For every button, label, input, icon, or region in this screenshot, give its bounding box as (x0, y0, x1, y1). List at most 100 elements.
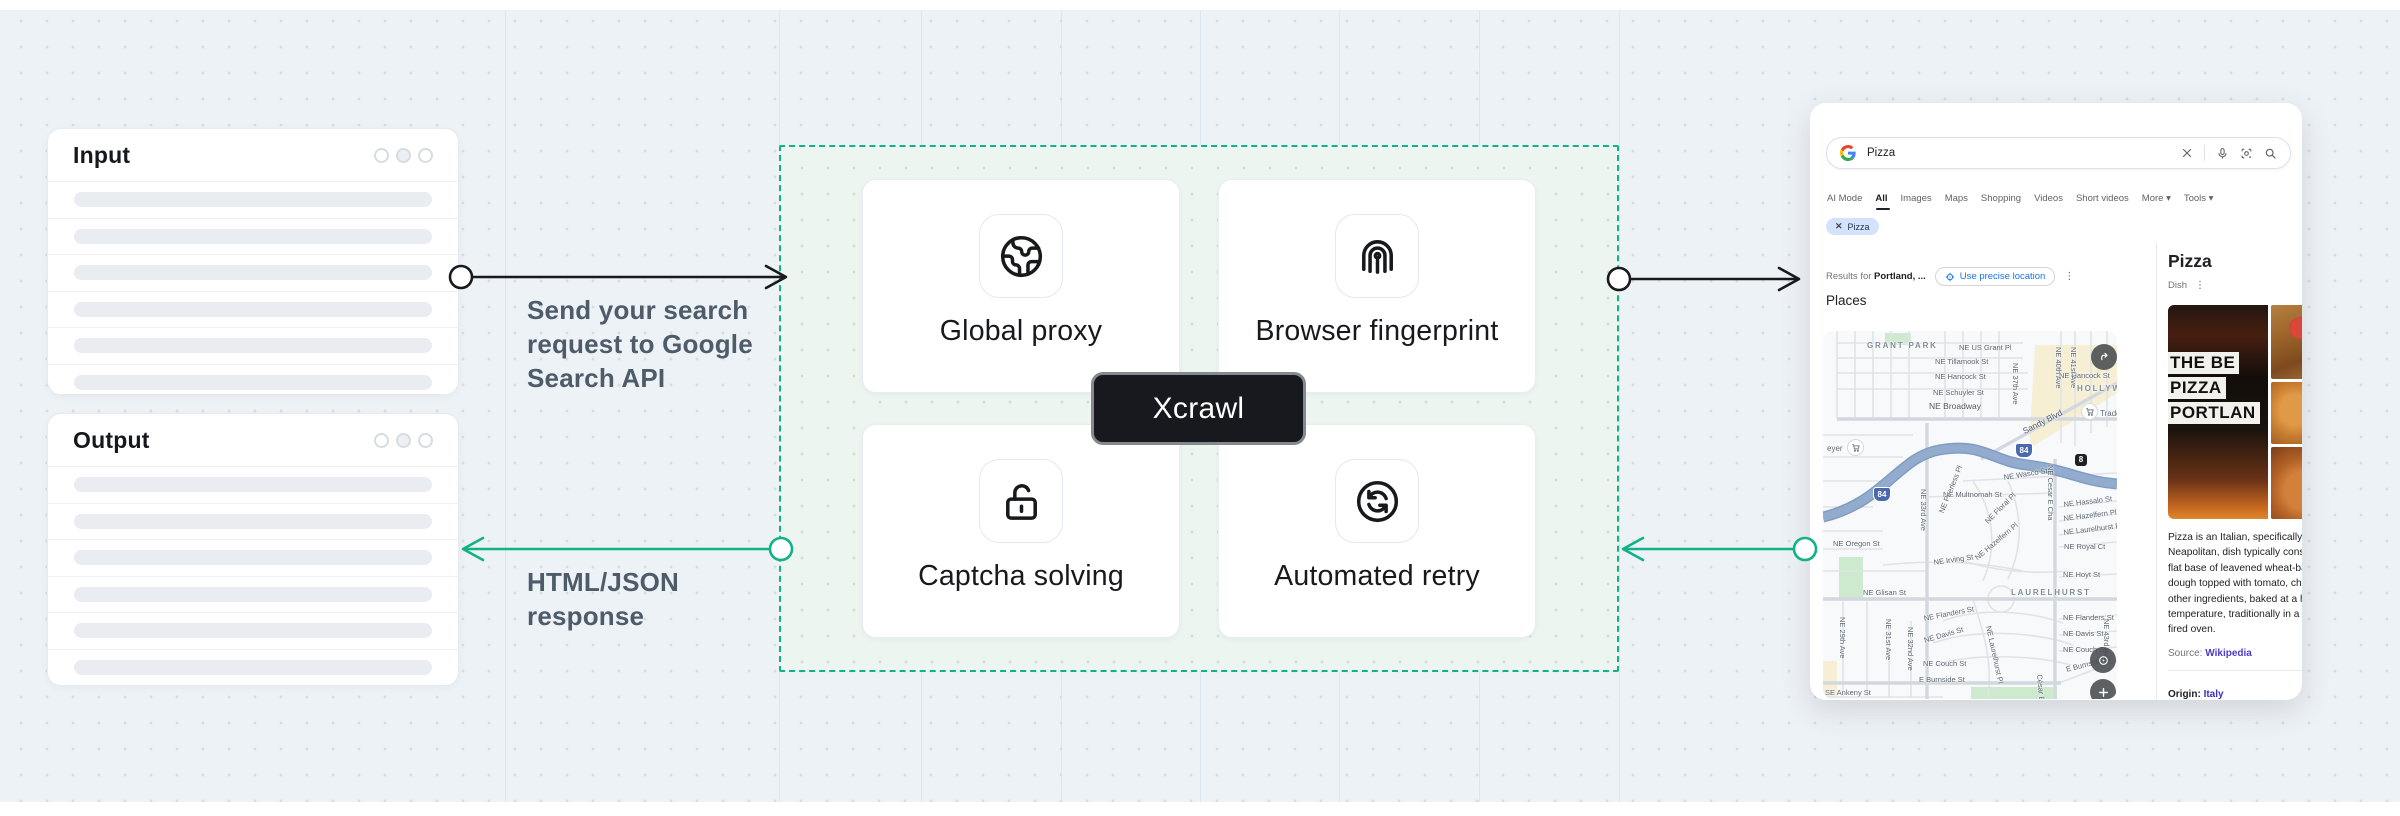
skeleton-bar (74, 477, 432, 493)
more-options-icon[interactable]: ⋮ (2064, 270, 2075, 282)
map-street-label: NE 33rd Ave (1919, 489, 1928, 531)
window-dot-icon (374, 147, 389, 163)
feature-card-captcha-solving: Captcha solving (862, 424, 1180, 638)
skeleton-bar (74, 228, 432, 244)
feature-card-automated-retry: Automated retry (1218, 424, 1536, 638)
skeleton-row (48, 504, 458, 540)
more-options-icon[interactable]: ⋮ (2195, 279, 2206, 291)
image-strip (2271, 305, 2302, 522)
map-street-label: E Burnside St (1919, 675, 1965, 684)
feature-label: Browser fingerprint (1255, 315, 1499, 347)
google-logo-icon (1840, 145, 1856, 161)
input-panel: Input (47, 128, 459, 395)
voice-search-icon[interactable] (2216, 147, 2229, 160)
map-street-label: NE Royal Ct (2064, 542, 2106, 551)
output-panel: Output (47, 413, 459, 686)
chip-close-icon[interactable]: ✕ (1835, 221, 1843, 231)
interstate-84-shield-icon: 84 (2015, 443, 2033, 458)
skeleton-bar (74, 375, 432, 391)
chip-label: Pizza (1847, 221, 1870, 232)
map-compass-button[interactable] (2090, 647, 2116, 673)
map-poi-label: eyer (1827, 444, 1843, 453)
tab-all[interactable]: All (1875, 193, 1891, 210)
skeleton-row (48, 650, 458, 686)
input-panel-header: Input (48, 129, 458, 182)
tab-tools[interactable]: Tools ▾ (2183, 193, 2214, 204)
tab-shopping[interactable]: Shopping (1980, 193, 2022, 204)
skeleton-bar (74, 192, 432, 208)
places-heading: Places (1826, 293, 1867, 308)
map-roads-graphic (1823, 331, 2117, 699)
google-search-bar[interactable]: Pizza (1826, 137, 2291, 169)
feature-card-browser-fingerprint: Browser fingerprint (1218, 179, 1536, 393)
search-icon[interactable] (2264, 147, 2277, 160)
tab-short-videos[interactable]: Short videos (2075, 193, 2129, 204)
map-street-label: NE 37th Ave (2011, 363, 2020, 405)
skeleton-row (48, 365, 458, 395)
knowledge-description-line: Neapolitan, dish typically cons (2168, 547, 2302, 559)
map-street-label: NE Schuyler St (1933, 388, 1984, 397)
map-street-label: NE Couch St (1923, 659, 1967, 668)
poster-text-line: THE BE (2168, 352, 2240, 374)
map-street-label: NE 32nd Ave (1906, 627, 1915, 671)
google-lens-icon[interactable] (2240, 147, 2253, 160)
search-query-text[interactable]: Pizza (1867, 147, 1896, 159)
unlock-icon (979, 459, 1063, 543)
panel-divider (2156, 243, 2157, 700)
source-label: Source: (2168, 648, 2203, 659)
map-street-label: NE Multnomah St (1943, 490, 2002, 499)
output-skeleton-rows (48, 467, 458, 686)
tab-more[interactable]: More ▾ (2141, 193, 2171, 204)
pizza-box-image (2271, 305, 2302, 379)
skeleton-row (48, 613, 458, 650)
map-directions-button[interactable] (2091, 344, 2117, 370)
feature-card-global-proxy: Global proxy (862, 179, 1180, 393)
map-street-label: NE Couch St (2063, 645, 2107, 654)
knowledge-description-line: temperature, traditionally in a w (2168, 609, 2302, 621)
use-precise-location-button[interactable]: Use precise location (1934, 267, 2056, 286)
knowledge-description-line: fired oven. (2168, 624, 2216, 636)
skeleton-row (48, 328, 458, 365)
pizza-slice-image (2271, 447, 2302, 519)
output-panel-title: Output (73, 426, 150, 453)
wikipedia-link[interactable]: Wikipedia (2205, 648, 2252, 659)
search-tabs-row: AI Mode All Images Maps Shopping Videos Short … (1827, 193, 2214, 210)
map-zoom-in-button[interactable] (2090, 679, 2116, 699)
interstate-84-shield-icon: 84 (1873, 487, 1891, 502)
skeleton-bar (74, 338, 432, 354)
tab-ai-mode[interactable]: AI Mode (1827, 193, 1863, 204)
request-annotation: Send your search request to Google Searc… (527, 295, 753, 393)
map-district-label: LAURELHURST (2011, 588, 2091, 597)
knowledge-divider (2168, 670, 2302, 671)
poster-text-line: PIZZA (2168, 377, 2226, 399)
response-annotation: HTML/JSON response (527, 567, 680, 631)
store-poi-icon (2081, 403, 2098, 420)
skeleton-row (48, 255, 458, 292)
xcrawl-label: Xcrawl (1152, 391, 1245, 425)
map-street-label: NE 31st Ave (1884, 619, 1893, 661)
knowledge-description-line: flat base of leavened wheat-ba (2168, 562, 2302, 574)
map-street-label: NE Oregon St (1833, 539, 1880, 548)
map-street-label: NE Cesar E Cha (2046, 465, 2055, 521)
clear-search-icon[interactable] (2181, 147, 2193, 159)
knowledge-origin-row: Origin: Italy (2168, 689, 2224, 700)
map-street-label: NE 29th Ave (1838, 617, 1847, 659)
tab-images[interactable]: Images (1900, 193, 1932, 204)
map-street-label: NE 41st Ave (2069, 347, 2078, 389)
skeleton-row (48, 219, 458, 255)
request-arrow-left (448, 264, 788, 290)
tab-videos[interactable]: Videos (2034, 193, 2063, 204)
knowledge-subtitle: Dish (2168, 280, 2188, 291)
map-street-label: NE Hancock St (2059, 371, 2110, 380)
knowledge-description-line: other ingredients, baked at a h (2168, 593, 2302, 605)
refresh-icon (1335, 459, 1419, 543)
tab-maps[interactable]: Maps (1944, 193, 1968, 204)
window-dot-icon (374, 432, 389, 448)
origin-value-link[interactable]: Italy (2203, 689, 2224, 700)
results-for-text: Results for Portland, ... (1826, 271, 1926, 282)
query-chip[interactable]: ✕ Pizza (1826, 218, 1879, 235)
